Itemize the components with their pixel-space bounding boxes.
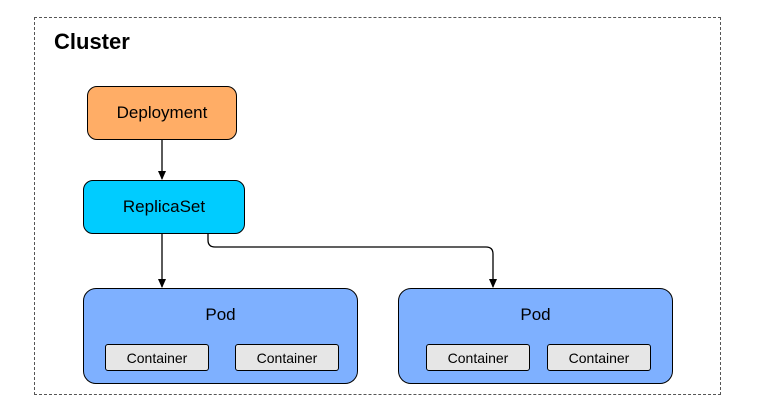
pod-node-1: Pod Container Container bbox=[83, 288, 358, 384]
pod-label: Pod bbox=[205, 305, 236, 324]
container-box: Container bbox=[235, 344, 339, 371]
deployment-label: Deployment bbox=[116, 103, 208, 122]
container-label: Container bbox=[256, 349, 318, 366]
replicaset-node: ReplicaSet bbox=[83, 180, 245, 234]
container-box: Container bbox=[547, 344, 651, 371]
container-label: Container bbox=[126, 349, 188, 366]
container-box: Container bbox=[426, 344, 530, 371]
container-box: Container bbox=[105, 344, 209, 371]
pod-node-2: Pod Container Container bbox=[398, 288, 673, 384]
container-label: Container bbox=[568, 349, 630, 366]
cluster-boundary bbox=[34, 17, 721, 395]
cluster-title: Cluster bbox=[54, 29, 130, 54]
deployment-node: Deployment bbox=[87, 86, 237, 140]
pod-label: Pod bbox=[520, 305, 551, 324]
container-label: Container bbox=[447, 349, 509, 366]
replicaset-label: ReplicaSet bbox=[122, 197, 206, 216]
